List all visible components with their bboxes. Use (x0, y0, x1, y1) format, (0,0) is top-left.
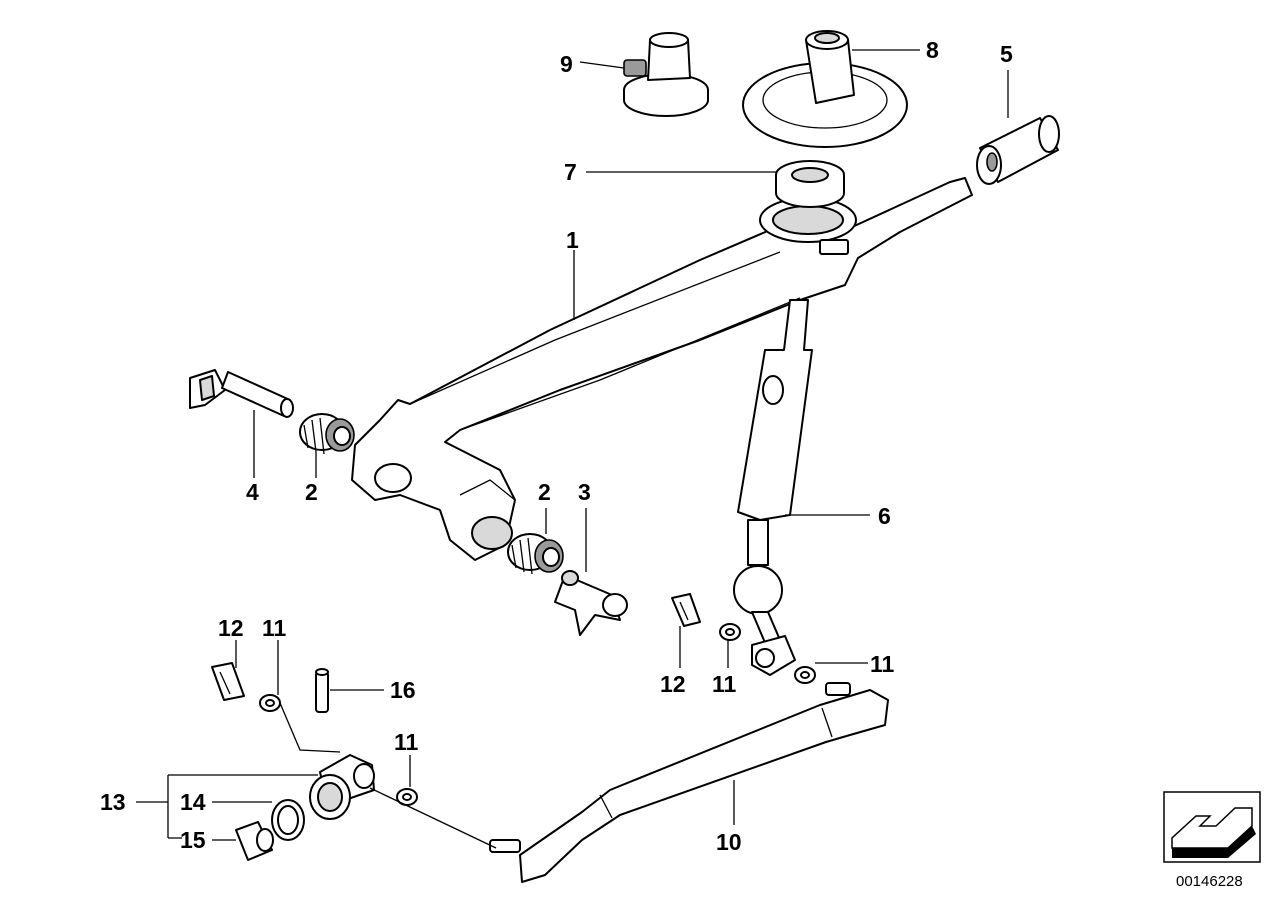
clip-right (671, 593, 701, 627)
callout-3: 3 (578, 479, 591, 505)
callout-1: 1 (566, 227, 579, 253)
clip-left (211, 662, 245, 701)
callout-9: 9 (560, 51, 573, 77)
end-cap (235, 821, 274, 861)
diagram-code: 00146228 (1176, 873, 1243, 890)
ball-socket (775, 160, 845, 208)
bushing-lower (507, 533, 564, 575)
sleeve (976, 115, 1060, 185)
washer-left-upper (259, 694, 281, 712)
straight-pin (315, 668, 329, 713)
corner-direction-arrow-icon (1163, 791, 1261, 863)
washer-rod-end (794, 666, 816, 684)
callout-16: 16 (390, 677, 416, 703)
joint-head (309, 754, 375, 820)
pivot-pin (189, 369, 294, 418)
circlip (271, 799, 305, 841)
callout-13: 13 (100, 789, 126, 815)
callout-12-right: 12 (660, 671, 686, 697)
shift-rod (489, 682, 889, 883)
callout-4: 4 (246, 479, 259, 505)
bushing-upper (299, 413, 355, 455)
callout-7: 7 (564, 159, 577, 185)
callout-11-left-upper: 11 (262, 615, 287, 641)
retaining-bracket-right (554, 570, 628, 636)
washer-upper-right (719, 623, 741, 641)
callout-2-upper: 2 (305, 479, 318, 505)
callout-8: 8 (926, 37, 939, 63)
callout-labels: 1 2 2 3 4 5 6 7 8 9 10 11 11 11 11 12 12… (100, 37, 1013, 855)
callout-11-left-lower: 11 (394, 729, 419, 755)
shift-lever-rod (733, 299, 813, 676)
callout-10: 10 (716, 829, 742, 855)
callout-14: 14 (180, 789, 206, 815)
clamp-ring (623, 32, 709, 117)
callout-11-rod-end: 11 (870, 651, 895, 677)
callout-11-right-upper: 11 (712, 671, 737, 697)
callout-6: 6 (878, 503, 891, 529)
gear-boot (742, 30, 908, 148)
callout-15: 15 (180, 827, 206, 853)
selector-arm (351, 177, 973, 561)
callout-2-lower: 2 (538, 479, 551, 505)
callout-5: 5 (1000, 41, 1013, 67)
callout-12-left: 12 (218, 615, 244, 641)
leader-lines (136, 49, 1009, 849)
